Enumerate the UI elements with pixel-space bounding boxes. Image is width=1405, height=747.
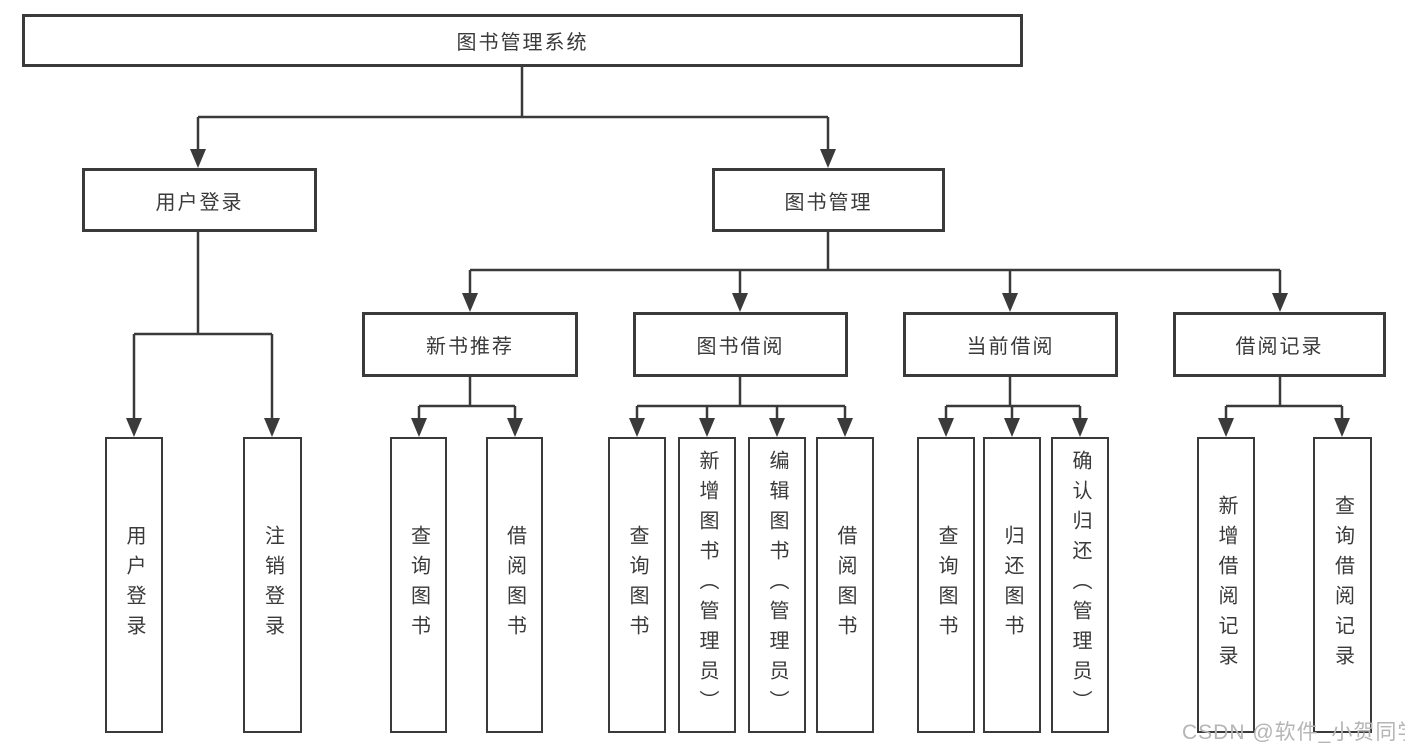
- node-add-books-admin: 新增图书（管理员）: [678, 437, 736, 733]
- node-user-login: 用户登录: [82, 168, 317, 232]
- node-label: 新书推荐: [426, 336, 514, 358]
- node-label: 查询借阅记录: [1331, 495, 1354, 675]
- node-return-books: 归还图书: [983, 437, 1041, 733]
- arrowhead-icons: [126, 149, 1350, 437]
- node-borrow-books-borrowing: 借阅图书: [816, 437, 874, 733]
- node-label: 编辑图书（管理员）: [766, 450, 788, 720]
- node-label: 确认归还（管理员）: [1069, 450, 1091, 720]
- node-label: 借阅记录: [1235, 336, 1324, 358]
- node-label: 图书管理系统: [456, 32, 589, 54]
- node-label: 查询图书: [626, 525, 648, 645]
- node-label: 当前借阅: [966, 336, 1055, 358]
- node-query-borrow-record: 查询借阅记录: [1313, 437, 1372, 733]
- node-label: 归还图书: [1001, 525, 1023, 645]
- node-user-login-leaf: 用户登录: [105, 437, 163, 733]
- node-query-books-recommend: 查询图书: [390, 437, 447, 733]
- node-edit-books-admin: 编辑图书（管理员）: [748, 437, 806, 733]
- node-new-book-recommend: 新书推荐: [362, 312, 578, 377]
- node-label: 查询图书: [935, 525, 957, 645]
- node-label: 注销登录: [261, 525, 284, 645]
- node-label: 借阅图书: [834, 525, 856, 645]
- node-label: 图书管理: [784, 191, 873, 214]
- node-query-books-borrowing: 查询图书: [608, 437, 666, 733]
- node-book-borrowing: 图书借阅: [633, 312, 848, 377]
- node-label: 新增图书（管理员）: [696, 450, 718, 720]
- node-label: 借阅图书: [503, 525, 526, 645]
- node-system-root: 图书管理系统: [22, 14, 1023, 67]
- node-label: 查询图书: [407, 525, 430, 645]
- node-current-borrowing: 当前借阅: [903, 312, 1118, 377]
- node-logout: 注销登录: [243, 437, 302, 733]
- node-borrow-books-recommend: 借阅图书: [486, 437, 543, 733]
- node-query-books-current: 查询图书: [917, 437, 975, 733]
- node-book-management: 图书管理: [712, 168, 945, 232]
- node-label: 用户登录: [155, 191, 244, 214]
- node-add-borrow-record: 新增借阅记录: [1197, 437, 1255, 733]
- watermark-text: CSDN @软件_小贺同学: [1182, 721, 1405, 744]
- node-label: 新增借阅记录: [1215, 495, 1237, 675]
- node-label: 图书借阅: [696, 336, 785, 358]
- node-borrowing-records: 借阅记录: [1173, 312, 1386, 377]
- connector-lines: [132, 67, 1344, 420]
- node-confirm-return-admin: 确认归还（管理员）: [1051, 437, 1109, 733]
- node-label: 用户登录: [123, 525, 145, 645]
